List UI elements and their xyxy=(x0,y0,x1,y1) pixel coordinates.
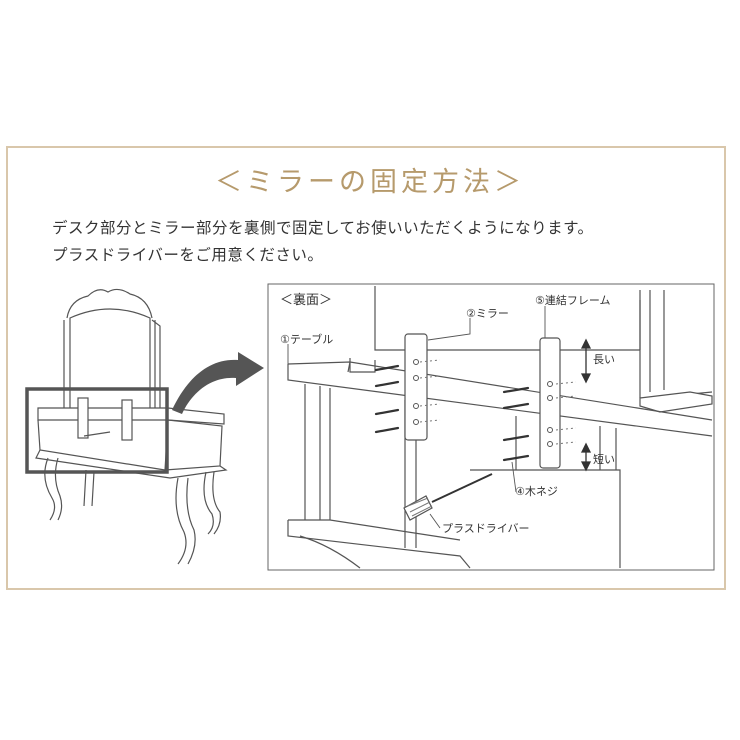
label-wood-screw: ④木ネジ xyxy=(515,485,558,498)
description-line-2: プラスドライバーをご用意ください。 xyxy=(52,246,324,264)
label-screwdriver: プラスドライバー xyxy=(442,522,530,535)
back-side-label: ＜裏面＞ xyxy=(280,293,332,308)
page-title: ＜ミラーの固定方法＞ xyxy=(215,167,525,198)
label-mirror: ②ミラー xyxy=(466,307,509,320)
screwdriver-icon xyxy=(403,473,493,521)
label-table: ①テーブル xyxy=(280,332,333,346)
screw-guides-right xyxy=(555,381,577,445)
label-short: 短い xyxy=(593,452,615,466)
connecting-frame-holes xyxy=(547,381,553,447)
mirror-bracket-holes xyxy=(413,359,419,425)
label-connecting-frame: ⑤連結フレーム xyxy=(535,293,611,307)
screw-guides-left xyxy=(419,359,441,423)
mirror-bracket xyxy=(404,333,428,441)
detail-illustration xyxy=(287,286,713,569)
short-arrow-icon xyxy=(580,442,592,472)
long-arrow-icon xyxy=(580,338,592,384)
screws-left xyxy=(374,364,400,434)
zoom-highlight-box xyxy=(25,387,169,474)
description-line-1: デスク部分とミラー部分を裏側で固定してお使いいただくようになります。 xyxy=(52,219,594,237)
content-frame xyxy=(6,146,726,590)
wood-screws xyxy=(502,386,530,462)
leader-lines xyxy=(287,306,546,529)
zoom-arrow-icon xyxy=(172,352,264,414)
label-long: 長い xyxy=(593,353,615,366)
connecting-frame xyxy=(539,337,561,469)
dresser-illustration xyxy=(35,288,228,565)
